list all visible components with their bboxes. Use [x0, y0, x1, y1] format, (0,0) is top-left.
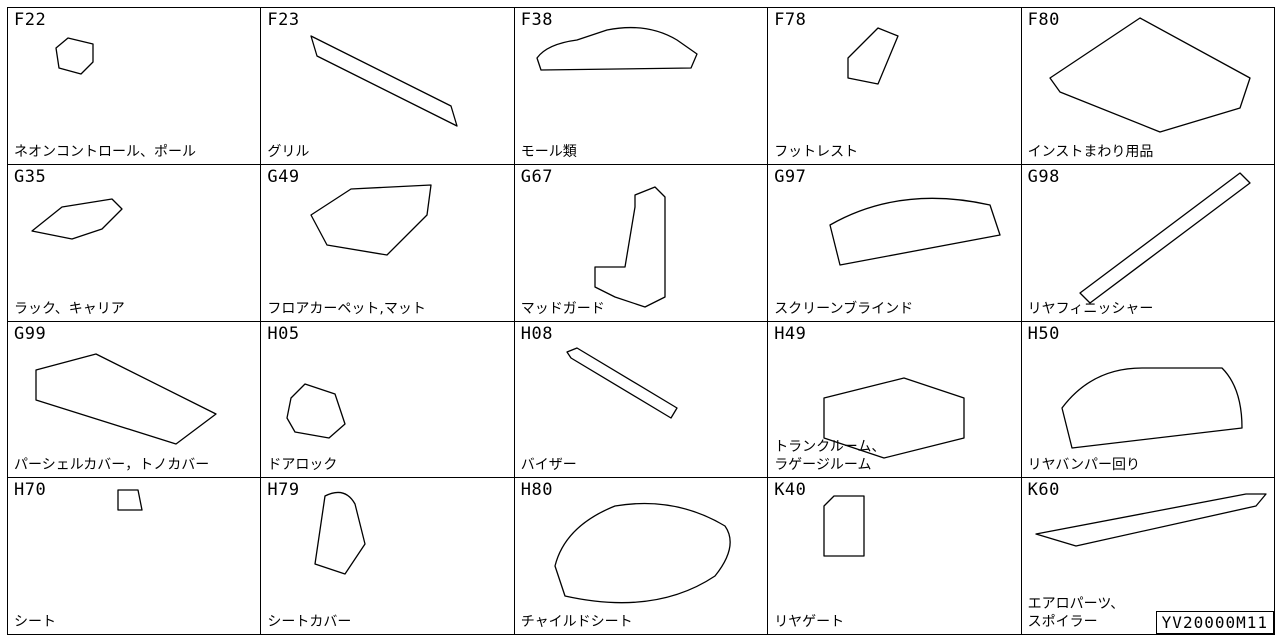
part-code: F22 — [14, 10, 47, 30]
part-code: G35 — [14, 166, 47, 187]
grille-icon — [310, 35, 459, 127]
part-code: F80 — [1027, 10, 1060, 30]
part-cell-f38[interactable]: F38 モール類 — [514, 8, 769, 165]
part-code: G99 — [14, 323, 47, 344]
rear-finisher-icon — [1078, 172, 1251, 304]
part-cell-f22[interactable]: F22 ネオンコントロール、ポール — [8, 8, 262, 165]
parts-category-grid: F22 ネオンコントロール、ポール F23 グリル F38 モール類 F78 フットレス… — [7, 7, 1275, 635]
part-label: シート — [14, 614, 56, 630]
part-cell-h70[interactable]: H70 シート — [8, 478, 262, 635]
part-cell-f78[interactable]: F78 フットレスト — [768, 8, 1022, 165]
part-cell-h50[interactable]: H50 リヤバンパー回り — [1021, 321, 1275, 479]
visor-icon — [566, 346, 678, 419]
rack-carrier-icon — [31, 198, 123, 240]
parcel-shelf-cover-icon — [35, 352, 217, 445]
part-label: フロアカーペット,マット — [267, 300, 426, 317]
part-cell-g67[interactable]: G67 マッドガード — [514, 164, 769, 322]
part-code: H80 — [520, 480, 554, 501]
part-code: H70 — [14, 480, 47, 501]
part-cell-g35[interactable]: G35 ラック、キャリア — [8, 164, 262, 322]
part-label: トランクルーム、 ラゲージルーム — [774, 439, 886, 474]
part-label: バイザー — [520, 457, 577, 474]
part-code: K40 — [774, 480, 807, 501]
part-label: マッドガード — [520, 300, 605, 317]
door-lock-icon — [286, 382, 347, 439]
part-code: G67 — [520, 166, 554, 187]
part-label: ラック、キャリア — [14, 300, 125, 317]
part-cell-k40[interactable]: K40 リヤゲート — [768, 478, 1022, 635]
aero-spoiler-icon — [1034, 493, 1267, 547]
part-cell-h79[interactable]: H79 シートカバー — [261, 478, 515, 635]
part-code: F38 — [520, 10, 554, 30]
neon-control-pole-icon — [55, 37, 94, 75]
part-label: リヤバンパー回り — [1027, 457, 1141, 474]
seat-cover-icon — [314, 492, 367, 575]
footrest-icon — [847, 27, 899, 85]
part-code: H05 — [267, 323, 300, 344]
part-code: H49 — [774, 323, 807, 344]
floor-mat-icon — [310, 184, 433, 256]
part-cell-k60[interactable]: K60 エアロパーツ、 スポイラー — [1021, 478, 1275, 635]
part-label: ドアロック — [267, 457, 338, 474]
screen-blind-icon — [829, 197, 1001, 266]
part-code: G49 — [267, 166, 300, 187]
part-cell-g99[interactable]: G99 パーシェルカバー，トノカバー — [8, 321, 262, 479]
rear-bumper-icon — [1060, 366, 1243, 449]
part-code: H08 — [520, 323, 554, 344]
part-cell-f23[interactable]: F23 グリル — [261, 8, 515, 165]
part-cell-g97[interactable]: G97 スクリーンブラインド — [768, 164, 1022, 322]
part-code: G98 — [1027, 166, 1060, 187]
moulding-icon — [536, 26, 698, 71]
part-label: グリル — [267, 143, 310, 160]
part-cell-h05[interactable]: H05 ドアロック — [261, 321, 515, 479]
part-code: H79 — [267, 480, 300, 501]
instrument-trim-icon — [1048, 17, 1251, 133]
part-label: パーシェルカバー，トノカバー — [14, 457, 210, 474]
part-label: インストまわり用品 — [1027, 143, 1154, 160]
part-code: H50 — [1027, 323, 1060, 344]
part-label: リヤゲート — [774, 614, 845, 630]
part-cell-h49[interactable]: H49 トランクルーム、 ラゲージルーム — [768, 321, 1022, 479]
part-code: G97 — [774, 166, 807, 187]
part-cell-h80[interactable]: H80 チャイルドシート — [514, 478, 769, 635]
part-label: エアロパーツ、 スポイラー — [1027, 596, 1125, 630]
trunk-room-icon — [823, 376, 965, 459]
part-cell-g98[interactable]: G98 リヤフィニッシャー — [1021, 164, 1275, 322]
part-cell-h08[interactable]: H08 バイザー — [514, 321, 769, 479]
part-label: リヤフィニッシャー — [1027, 300, 1154, 317]
part-label: シートカバー — [267, 614, 352, 630]
part-cell-g49[interactable]: G49 フロアカーペット,マット — [261, 164, 515, 322]
mud-guard-icon — [594, 186, 666, 308]
child-seat-icon — [554, 503, 731, 604]
part-label: ネオンコントロール、ポール — [14, 143, 196, 160]
part-cell-f80[interactable]: F80 インストまわり用品 — [1021, 8, 1275, 165]
part-code: F78 — [774, 10, 807, 30]
part-label: フットレスト — [774, 143, 859, 160]
rear-gate-icon — [823, 495, 865, 557]
catalog-id-label: YV20000M11 — [1155, 611, 1274, 634]
seat-icon — [117, 489, 143, 511]
part-label: モール類 — [520, 143, 577, 160]
part-label: チャイルドシート — [520, 614, 633, 630]
part-code: K60 — [1027, 480, 1060, 501]
part-label: スクリーンブラインド — [774, 300, 914, 317]
part-code: F23 — [267, 10, 300, 30]
